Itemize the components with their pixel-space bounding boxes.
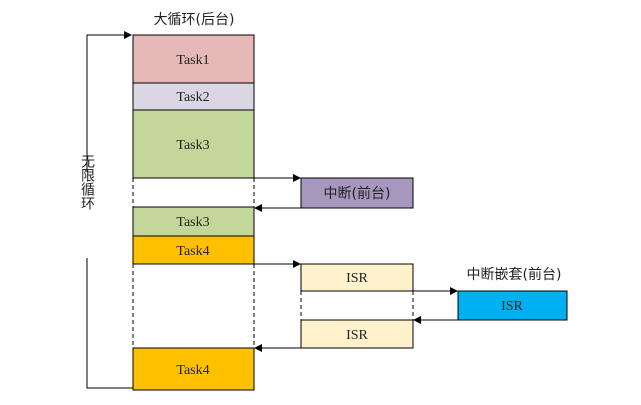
task4-block xyxy=(132,235,255,265)
main-loop-title: 大循环(后台) xyxy=(154,12,235,28)
task1-label: Task1 xyxy=(176,53,209,68)
task3-block xyxy=(132,109,255,179)
task2-label: Task2 xyxy=(176,90,209,105)
task2-block xyxy=(132,82,255,111)
nested-isr-label: ISR xyxy=(501,299,523,314)
nested-isr-block xyxy=(457,290,568,321)
flow-arrows xyxy=(254,174,458,352)
interrupt-label: 中断(前台) xyxy=(324,185,391,202)
task4-resume-block xyxy=(132,347,255,391)
task4-resume-label: Task4 xyxy=(176,363,209,378)
nested-interrupt-title: 中断嵌套(前台) xyxy=(467,266,562,283)
idle-gaps xyxy=(132,178,414,348)
task3-resume-label: Task3 xyxy=(176,215,209,230)
infinite-loop-label: 无限循环 xyxy=(79,154,95,210)
task3-resume-block xyxy=(132,206,255,237)
task4-label: Task4 xyxy=(176,244,209,259)
interrupt-block xyxy=(300,177,414,209)
infinite-loop-bracket xyxy=(86,31,133,389)
isr-resume-block xyxy=(300,319,414,349)
task1-block xyxy=(132,34,255,84)
isr-label: ISR xyxy=(346,271,368,286)
task3-label: Task3 xyxy=(176,138,209,153)
isr-resume-label: ISR xyxy=(346,328,368,343)
isr-block xyxy=(300,263,414,292)
